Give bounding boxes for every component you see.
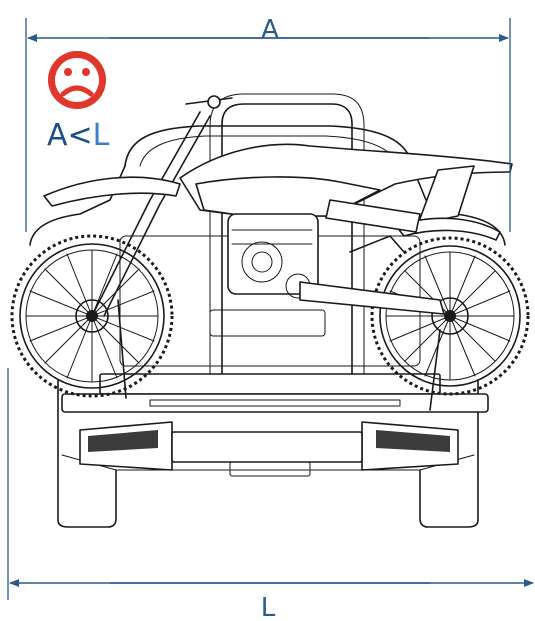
dimension-a-label: A [261, 15, 279, 45]
comparison-operator: < [68, 118, 93, 153]
front-wheel [10, 234, 174, 398]
engine [227, 213, 319, 299]
comparison-right: L [93, 118, 110, 153]
comparison-left: A [47, 118, 68, 153]
dimension-l: L [7, 368, 534, 621]
rack-frame [61, 93, 489, 477]
comparison-label: A<L [47, 118, 110, 153]
dimension-l-label: L [261, 593, 276, 617]
rear-wheel [370, 236, 530, 396]
dimension-a: A [25, 15, 511, 232]
sad-face-icon [48, 51, 106, 109]
motorcycle [10, 95, 530, 411]
